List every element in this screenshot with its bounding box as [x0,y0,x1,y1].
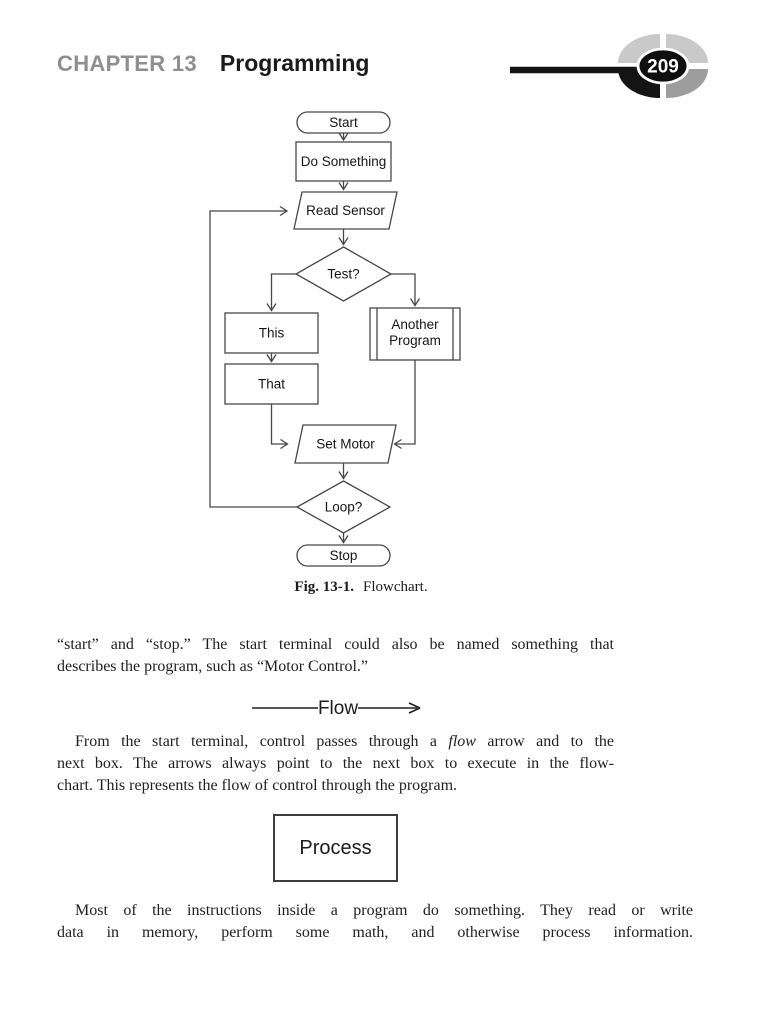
flownode-that-process [224,363,319,405]
paragraph-italic-word: flow [448,733,476,750]
flownode-setmotor-label: Set Motor [316,437,375,452]
edge-test-anotherprogram [391,273,421,307]
flownode-dosomething-process [295,141,392,182]
process-box-label: Process [299,836,372,859]
flownode-start-label: Start [329,115,358,130]
flownode-anotherprogram-innerlines [376,308,454,360]
flownode-readsensor-io [293,191,398,230]
flownode-that-label: That [258,377,285,392]
paragraph-line: data in memory, perform some math, and o… [57,924,693,941]
flow-arrow-graphic: Flow [252,698,421,719]
chapter-number-label: CHAPTER 13 [57,51,197,76]
flownode-dosomething-label: Do Something [301,154,387,169]
flownode-stop-label: Stop [330,548,358,563]
flownode-loop-label: Loop? [325,500,363,515]
edge-that-setmotor [270,404,289,450]
flownode-anotherprogram-predefined [369,307,461,361]
paragraph-line: chart. This represents the flow of contr… [57,777,458,794]
chapter-header: CHAPTER 13 Programming [57,50,369,77]
badge-center-ellipse [636,47,690,85]
flow-arrowhead-icon [408,702,421,714]
flow-arrow-label: Flow [318,698,358,719]
flownode-this-label: This [259,326,285,341]
flownode-anotherprogram-label-line1: Another [391,317,439,332]
paragraph-instructions: Most of the instructions inside a progra… [57,900,693,944]
paragraph-text: arrow and to the [475,733,614,750]
paragraph-line: “start” and “stop.” The start terminal c… [57,636,614,653]
flownode-stop-terminal [296,544,391,567]
flownode-test-label: Test? [327,267,359,282]
chapter-title: Programming [219,50,370,76]
paragraph-text: From the start terminal, control passes … [75,733,449,750]
process-box-graphic: Process [273,814,398,882]
flownode-test-decision [294,246,393,302]
figure-caption: Fig. 13-1. Flowchart. [230,579,492,596]
paragraph-flow-control: From the start terminal, control passes … [57,731,614,797]
edge-anotherprogram-setmotor [393,360,416,450]
paragraph-start-stop: “start” and “stop.” The start terminal c… [57,634,614,678]
flownode-readsensor-label: Read Sensor [306,203,385,218]
flownode-this-process [224,312,319,354]
figure-caption-text: Flowchart. [363,579,428,595]
paragraph-line: From the start terminal, control passes … [57,731,614,753]
flownode-anotherprogram-label-line2: Program [389,333,441,348]
page-number: 209 [647,57,679,78]
flowchart-figure: Start Do Something Read Sensor Test? Thi… [209,111,461,567]
flownode-loop-decision [295,480,392,534]
flownode-start-terminal [296,111,391,134]
paragraph-line: describes the program, such as “Motor Co… [57,658,369,675]
paragraph-line: Most of the instructions inside a progra… [75,902,693,919]
paragraph-line: next box. The arrows always point to the… [57,755,614,772]
flownode-setmotor-io [294,424,397,464]
figure-caption-label: Fig. 13-1. [294,579,354,595]
edge-loop-readsensor-loopback [209,205,297,508]
edge-test-this [266,273,296,312]
page-number-badge: 209 [510,34,708,98]
